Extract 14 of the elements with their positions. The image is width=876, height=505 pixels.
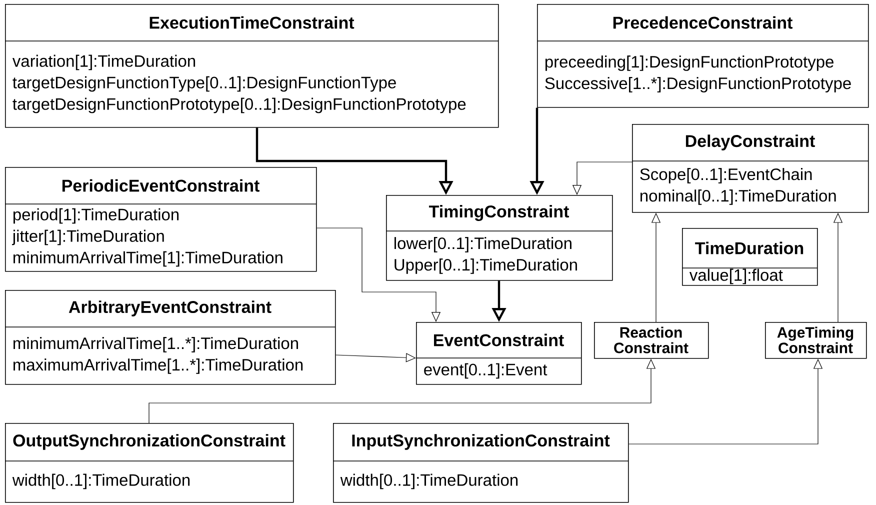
class-box: PrecedenceConstraint preceeding[1]:DesignFunctionPrototype Successive[1..*]:DesignFunctionPrototype (536, 4, 869, 108)
generalization-arrow (316, 228, 441, 322)
class-box: Reaction Constraint (594, 322, 709, 359)
class-box: TimingConstraint lower[0..1]:TimeDuration Upper[0..1]:TimeDuration (386, 195, 613, 281)
class-box: TimeDuration value[1]:float (682, 228, 818, 286)
class-box: ExecutionTimeConstraint variation[1]:TimeDuration targetDesignFunctionType[0..1]:DesignFunctionType targetDesignFunctionPrototype[0..1]:DesignFunctionPrototype (4, 4, 499, 128)
class-box: DelayConstraint Scope[0..1]:EventChain nominal[0..1]:TimeDuration (632, 124, 869, 213)
class-box: EventConstraint event[0..1]:Event (416, 322, 582, 385)
generalization-arrow (336, 353, 416, 362)
class-box: PeriodicEventConstraint period[1]:TimeDuration jitter[1]:TimeDuration minimumArrivalTime[1]:TimeDuration (4, 167, 317, 272)
class-box: AgeTiming Constraint (765, 322, 867, 359)
class-box: ArbitraryEventConstraint minimumArrivalTime[1..*]:TimeDuration maximumArrivalTime[1..*]:TimeDuration (4, 290, 336, 385)
class-box: OutputSynchronizationConstraint width[0..1]:TimeDuration (4, 423, 294, 503)
class-box: InputSynchronizationConstraint width[0..1]:TimeDuration (332, 423, 629, 503)
